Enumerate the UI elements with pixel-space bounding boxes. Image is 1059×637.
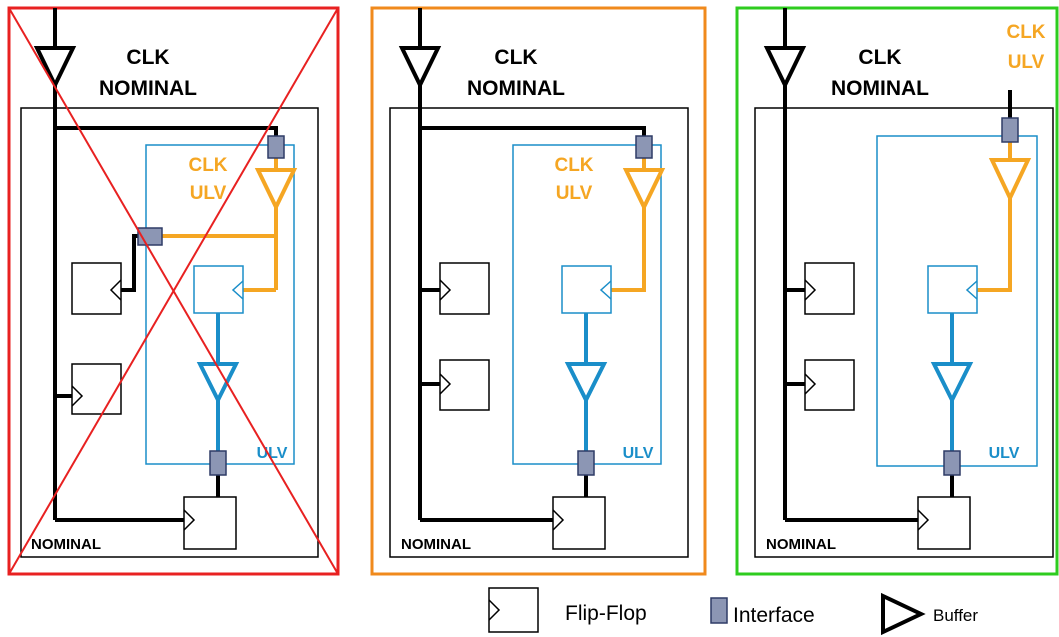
ulv-flipflop xyxy=(561,265,612,314)
legend-flipflop-label: Flip-Flop xyxy=(565,602,647,625)
nominal-region xyxy=(20,107,319,558)
interface-legend-icon xyxy=(710,597,728,624)
ulv-flipflop xyxy=(927,265,978,314)
nominal-flipflop xyxy=(71,363,122,415)
clk-nominal-label-line2: NOMINAL xyxy=(99,77,197,100)
clk-ulv-label-line1: CLK xyxy=(554,155,593,176)
panel-3: CLK NOMINAL CLK ULV ULV NOMINAL xyxy=(735,6,1059,576)
panel-1-frame xyxy=(7,6,340,576)
clk-nominal-label-line1: CLK xyxy=(494,46,537,69)
nominal-region-label: NOMINAL xyxy=(401,536,471,553)
nominal-flipflop xyxy=(183,496,237,550)
nominal-clock-buffer-icon xyxy=(33,46,77,90)
interface-cell xyxy=(577,450,595,476)
clk-ulv-label-line1: CLK xyxy=(188,155,227,176)
ulv-data-buffer-icon xyxy=(930,362,974,405)
clk-ulv-label-line2: ULV xyxy=(556,183,593,204)
clk-nominal-label-line2: NOMINAL xyxy=(831,77,929,100)
nominal-clock-buffer-icon xyxy=(398,46,442,90)
interface-cell xyxy=(209,450,227,476)
interface-cell xyxy=(267,135,285,159)
panel-3-frame xyxy=(735,6,1059,576)
nominal-flipflop xyxy=(71,262,122,315)
nominal-region xyxy=(389,107,689,558)
cross-out-line xyxy=(8,7,339,575)
buffer-legend-icon xyxy=(881,592,926,636)
nominal-clock-buffer-icon xyxy=(763,46,807,90)
flipflop-legend-icon xyxy=(488,587,539,633)
ulv-region-label: ULV xyxy=(989,445,1020,462)
nominal-region-label: NOMINAL xyxy=(766,536,836,553)
nominal-flipflop xyxy=(804,359,855,411)
panel-2-frame xyxy=(370,6,707,576)
interface-cell xyxy=(635,135,653,159)
clk-nominal-label-line1: CLK xyxy=(126,46,169,69)
nominal-region-label: NOMINAL xyxy=(31,536,101,553)
legend-interface-label: Interface xyxy=(733,604,815,627)
clk-nominal-label-line1: CLK xyxy=(858,46,901,69)
interface-cell xyxy=(1001,117,1019,143)
ulv-clock-buffer-icon xyxy=(988,158,1032,203)
ulv-region-label: ULV xyxy=(623,445,654,462)
nominal-flipflop xyxy=(439,262,490,315)
ulv-data-buffer-icon xyxy=(564,362,608,405)
nominal-flipflop xyxy=(552,496,606,550)
interface-cell xyxy=(943,450,961,476)
nominal-region xyxy=(754,107,1054,558)
clk-ulv-label-line2: ULV xyxy=(1008,52,1045,73)
ulv-clock-buffer-icon xyxy=(622,168,666,212)
nominal-branch-wire xyxy=(55,126,278,140)
nominal-flipflop xyxy=(917,496,971,550)
clk-ulv-label-line2: ULV xyxy=(190,183,227,204)
ulv-flipflop xyxy=(193,265,244,314)
nominal-flipflop xyxy=(439,359,490,411)
ulv-clock-buffer-icon xyxy=(254,168,298,212)
legend-buffer-label: Buffer xyxy=(933,606,978,625)
legend: Flip-Flop Interface Buffer xyxy=(488,587,978,636)
clk-ulv-label-line1: CLK xyxy=(1006,22,1045,43)
panel-1: CLK NOMINAL CLK ULV xyxy=(7,6,340,576)
clk-nominal-label-line2: NOMINAL xyxy=(467,77,565,100)
panel-2: CLK NOMINAL CLK ULV ULV NOMINAL xyxy=(370,6,707,576)
nominal-flipflop xyxy=(804,262,855,315)
